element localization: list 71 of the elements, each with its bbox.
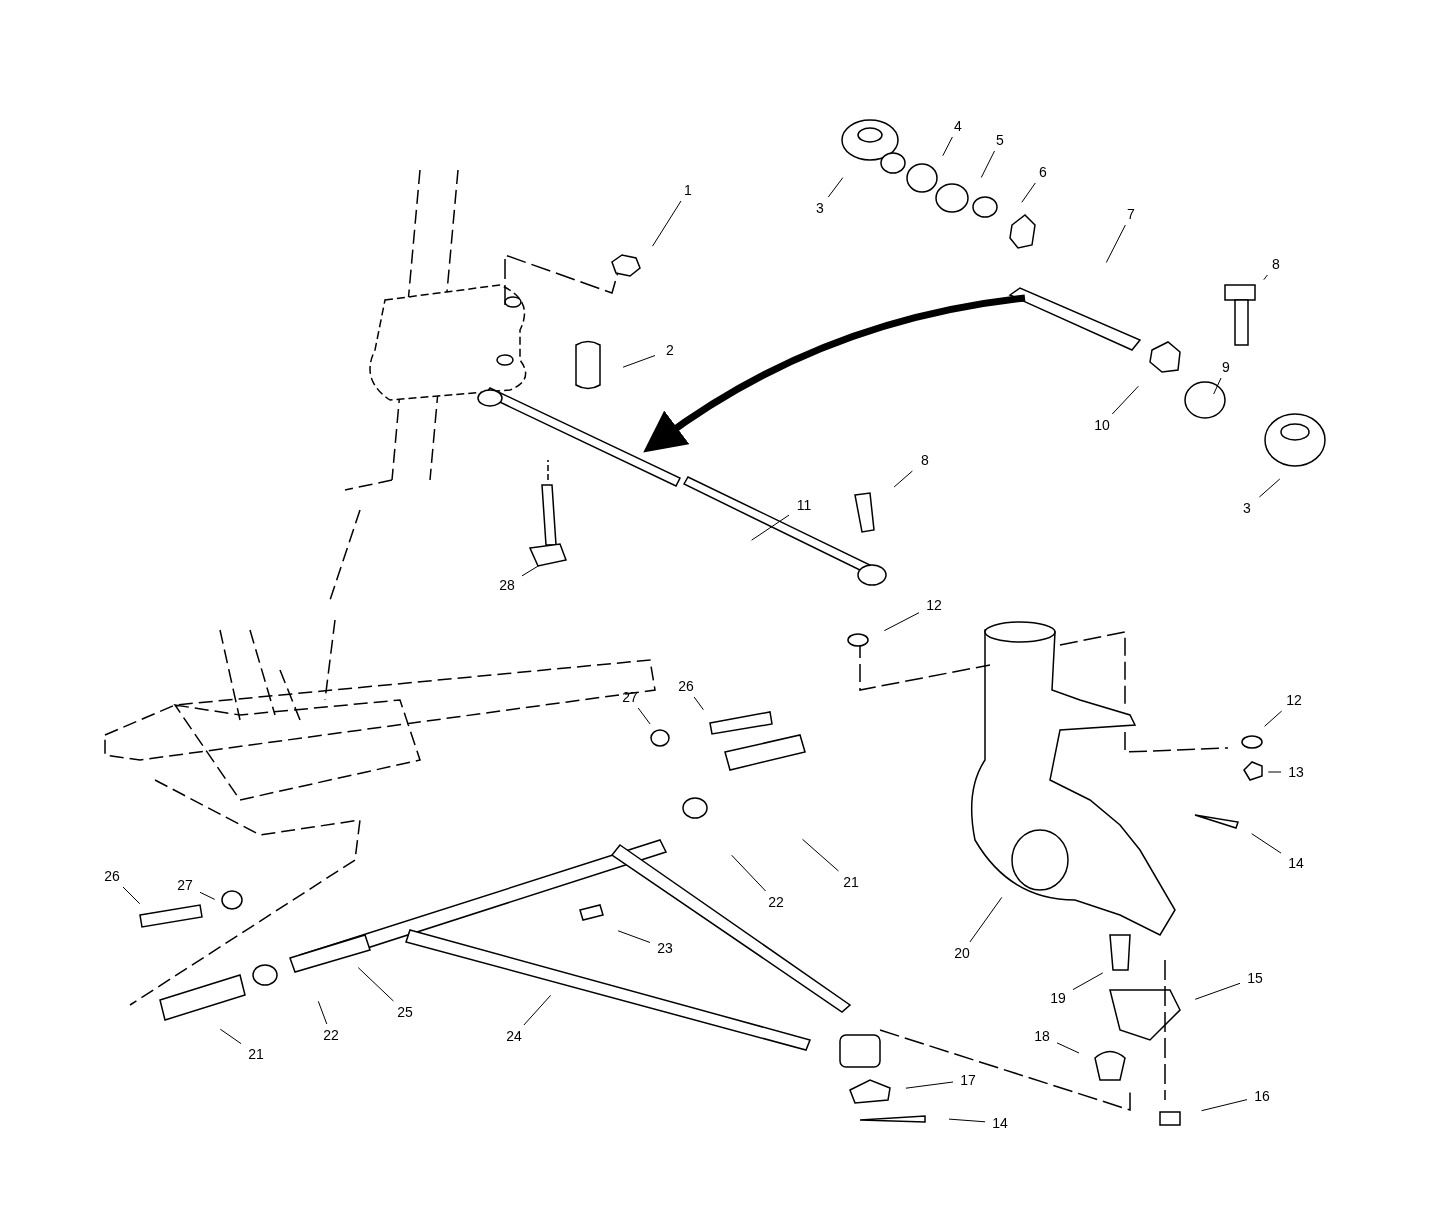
leader-line [1267, 771, 1282, 773]
leader-line [1072, 972, 1104, 991]
leader-line [948, 1118, 986, 1123]
callout-number: 8 [1263, 256, 1289, 272]
callout-number: 10 [1089, 417, 1115, 433]
callout-number: 15 [1242, 970, 1268, 986]
leader-line [652, 200, 682, 247]
leader-line [693, 696, 704, 711]
leader-line [617, 930, 651, 943]
leader-line [1251, 833, 1282, 854]
leader-line [969, 896, 1003, 943]
callout-number: 23 [652, 940, 678, 956]
callout-number: 8 [912, 452, 938, 468]
callout-number: 26 [673, 678, 699, 694]
callout-number: 21 [243, 1046, 269, 1062]
leader-line [219, 1028, 242, 1045]
callout-number: 18 [1029, 1028, 1055, 1044]
callout-number: 4 [945, 118, 971, 134]
leader-line [1056, 1042, 1080, 1054]
callout-number: 19 [1045, 990, 1071, 1006]
leader-line [905, 1081, 954, 1089]
callout-number: 28 [494, 577, 520, 593]
callout-number: 5 [987, 132, 1013, 148]
callout-number: 24 [501, 1028, 527, 1044]
leader-line [1263, 274, 1268, 281]
callout-number: 16 [1249, 1088, 1275, 1104]
leader-line [521, 564, 540, 577]
callout-number: 27 [172, 877, 198, 893]
leader-line [893, 470, 913, 488]
leader-line [357, 967, 394, 1002]
callout-number: 17 [955, 1072, 981, 1088]
callout-number: 7 [1118, 206, 1144, 222]
leader-line [317, 1000, 328, 1025]
leader-line [122, 886, 141, 905]
callout-number: 11 [791, 497, 817, 513]
callout-number: 22 [318, 1027, 344, 1043]
callout-number: 14 [987, 1115, 1013, 1131]
leader-line [827, 177, 844, 198]
leader-line [1194, 982, 1241, 1000]
leader-line [637, 707, 651, 725]
callout-number: 22 [763, 894, 789, 910]
leader-line [942, 136, 953, 157]
callout-number: 21 [838, 874, 864, 890]
leader-line [1111, 385, 1139, 415]
leader-line [751, 514, 790, 541]
callout-number: 9 [1213, 359, 1239, 375]
leader-line [980, 150, 995, 178]
leader-line [523, 994, 552, 1026]
callout-number: 13 [1283, 764, 1309, 780]
leader-line [1213, 377, 1222, 395]
leader-line [731, 854, 767, 892]
callout-number: 20 [949, 945, 975, 961]
leader-line [1105, 224, 1126, 263]
callout-number: 12 [921, 597, 947, 613]
callout-number: 6 [1030, 164, 1056, 180]
callout-number: 3 [1234, 500, 1260, 516]
callout-number: 26 [99, 868, 125, 884]
callout-number: 12 [1281, 692, 1307, 708]
callout-number: 14 [1283, 855, 1309, 871]
leader-line [1201, 1099, 1248, 1112]
leader-line [199, 891, 216, 900]
callout-number: 3 [807, 200, 833, 216]
leader-line [883, 612, 920, 632]
callout-number: 2 [657, 342, 683, 358]
leader-line [622, 355, 656, 368]
leader-line [1021, 182, 1036, 203]
leader-line [1258, 478, 1281, 498]
leader-line [802, 838, 839, 872]
callout-number: 25 [392, 1004, 418, 1020]
leader-line [1264, 710, 1283, 727]
callout-number: 1 [675, 182, 701, 198]
